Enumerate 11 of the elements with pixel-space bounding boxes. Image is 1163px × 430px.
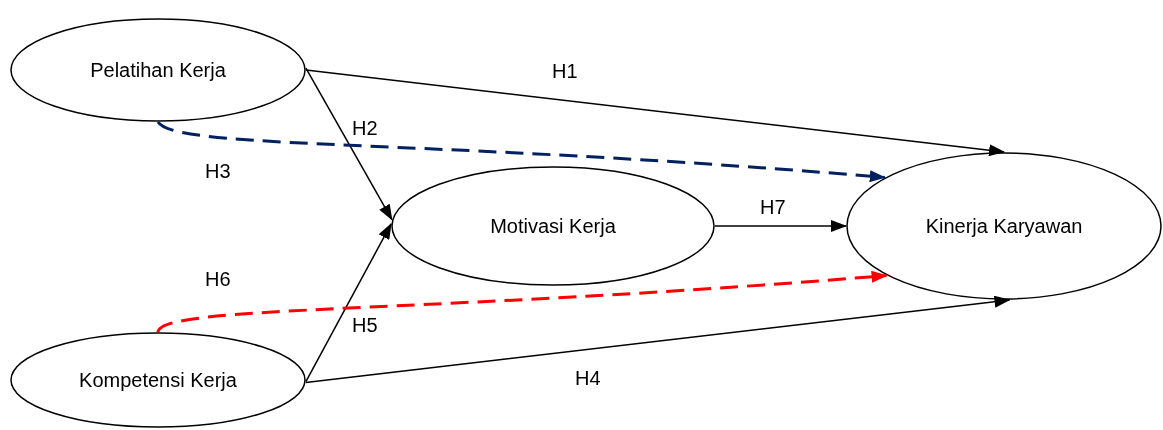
arrow <box>305 69 1005 157</box>
arrow <box>305 223 392 383</box>
dashed-arrow <box>157 120 886 183</box>
construct-label: Kompetensi Kerja <box>79 368 237 392</box>
construct-label: Motivasi Kerja <box>490 214 616 238</box>
arrow <box>305 295 1011 384</box>
arrow <box>305 67 393 221</box>
arrow <box>714 220 847 232</box>
construct-label: Pelatihan Kerja <box>90 58 226 82</box>
dashed-arrow <box>156 270 888 334</box>
construct-label: Kinerja Karyawan <box>925 214 1083 238</box>
